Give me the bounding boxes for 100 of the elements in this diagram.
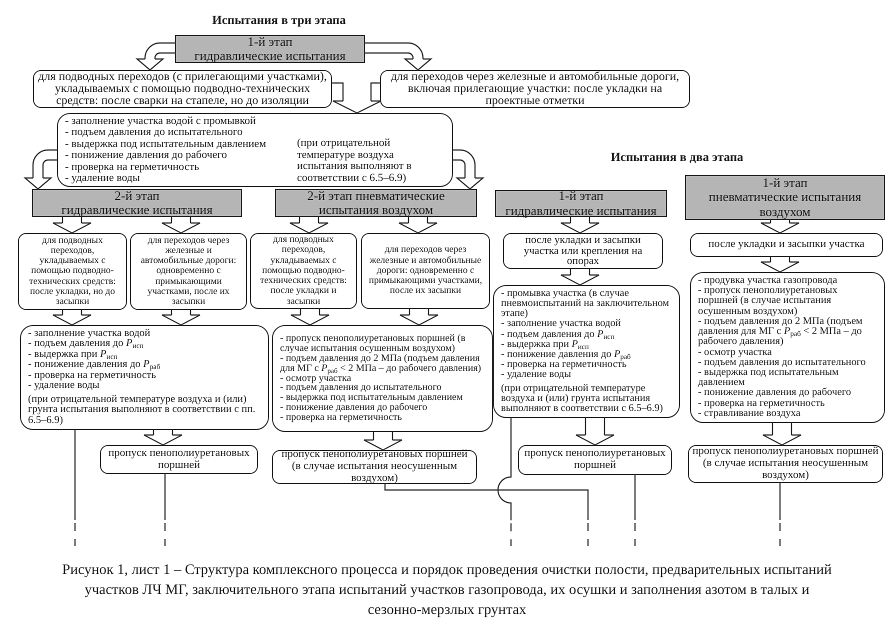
section-heading: Испытания в два этапа: [610, 150, 744, 165]
stage-title: 1-й этап: [762, 176, 808, 190]
step-list-box: [690, 272, 885, 423]
list-item: - подъем давления до испытательного: [65, 127, 243, 138]
block-arrow: [760, 256, 800, 273]
condition-text: для подводных переходов, укладываемых с помощью подводно-технических средств: после укладки, но до засыпки: [28, 236, 117, 308]
block-arrow: [762, 422, 802, 446]
list-item: - удаление воды: [65, 173, 140, 184]
list-item: - пропуск пенополиуретановых поршней (в случае испытания осушенным воздухом): [698, 286, 838, 317]
list-item: - заполнение участка водой: [28, 328, 150, 339]
stage-title: гидравлические испытания: [194, 49, 346, 64]
condition-text: для переходов через железные и автомобильные дороги: одновременно с примыкающими участками, после их засыпки: [368, 245, 484, 297]
list-item: - стравливание воздуха: [698, 408, 800, 419]
block-arrow: [399, 308, 439, 326]
operation-box: [100, 445, 258, 474]
list-item: - подъем давления до испытательного: [280, 383, 442, 394]
list-item: - пропуск пенополиуретановых поршней (в случае испытания осушенным воздухом): [280, 334, 466, 354]
operation-box: [518, 445, 672, 475]
stage-title: 2-й этап пневматические испытания воздухом: [306, 188, 446, 218]
list-item: - заполнение участка водой: [501, 319, 621, 330]
list-item: - проверка на герметичность: [280, 412, 402, 423]
stage-title: 1-й этап: [558, 189, 604, 204]
stage-header-box: [275, 189, 477, 217]
stage-header-box: [685, 175, 885, 220]
operation-text: пропуск пенополиуретановых поршней: [107, 448, 251, 472]
list-item: - удаление воды: [501, 370, 572, 381]
stage-header-box: [495, 190, 667, 217]
note-text: (при отрицательной температуре воздуха испытания выполняют в соответствии с 6.5–6.9): [297, 138, 413, 184]
condition-box: [361, 233, 490, 309]
block-arrow: [560, 216, 600, 234]
list-item: - подъем давления до P$_{исп}$: [501, 330, 614, 340]
section-heading: Испытания в три этапа: [212, 13, 346, 28]
list-item: - выдержка под испытательным давлением: [280, 393, 463, 403]
list-item: - выдержка при P$_{исп}$: [501, 340, 589, 350]
step-list-box: [493, 285, 680, 418]
list-item: - промывка участка (в случае пневмоиспытаний на заключительном этапе): [501, 288, 670, 320]
continuation-line: [74, 430, 76, 546]
block-arrow: [398, 216, 438, 234]
condition-box: [503, 233, 663, 269]
stage-header-box: [32, 189, 242, 217]
list-item: - выдержка под испытательным давлением: [698, 368, 839, 388]
stage-title: пневматические испытания воздухом: [708, 190, 862, 219]
condition-box: [130, 233, 247, 310]
block-arrow: [52, 216, 92, 234]
list-item: - подъем давления до 2 МПа (подъем давления для МГ с P$_{раб}$ < 2 МПа – до рабочего давления): [698, 316, 864, 348]
block-arrow: [560, 268, 600, 286]
step-list-box: [20, 325, 269, 430]
list-item: - заполнение участка водой с промывкой: [65, 116, 256, 127]
list-item: - понижение давления до рабочего: [698, 388, 852, 399]
list-item: - осмотр участка: [698, 348, 772, 358]
continuation-line: [164, 474, 166, 546]
block-arrow: [136, 42, 176, 71]
condition-text: для подводных переходов (с прилегающими участками), укладываемых с помощью подводно-технических средств: после сварки на стапеле, но до изоляции: [37, 71, 328, 107]
block-arrow: [143, 429, 183, 446]
step-list-box: [272, 325, 493, 432]
continuation-line: [779, 483, 781, 546]
block-arrow: [290, 308, 330, 326]
condition-box: [250, 233, 357, 309]
operation-text: пропуск пенополиуретановых поршней (в случае испытания неосушенным воздухом): [692, 446, 879, 482]
block-arrow: [364, 42, 432, 71]
block-arrow: [52, 309, 92, 326]
figure-caption: Рисунок 1, лист 1 – Структура комплексного процесса и порядок проведения очистки полости, предварительных испытаний участков ЛЧ МГ, заключительного этапа испытаний участков газопровода, их осушки и заполнения азотом в талых и сезонно-мерзлых грунтах: [61, 561, 833, 620]
stage-title: 2-й этап: [114, 188, 160, 203]
condition-text: после укладки и засыпки участка или крепления на опорах: [522, 235, 644, 267]
block-arrow: [452, 149, 484, 190]
list-item: - осмотр участка: [280, 374, 352, 384]
block-arrow: [760, 219, 800, 234]
list-item: - подъем давления до испытательного: [698, 358, 866, 368]
list-item: - понижение давления до рабочего: [280, 402, 428, 413]
list-item: - понижение давления до P$_{раб}$: [28, 360, 160, 371]
stage-title: гидравлические испытания: [505, 204, 657, 218]
continuation-line: [384, 484, 589, 546]
list-item: - проверка на герметичность: [501, 360, 627, 370]
condition-box: [18, 233, 127, 310]
stage-title: гидравлические испытания: [61, 203, 213, 218]
condition-text: для переходов через железные и автомобильные дороги, включая прилегающие участки: после укладки на проектные отметки: [390, 71, 680, 107]
list-item: - понижение давления до P$_{раб}$: [501, 350, 631, 360]
condition-text: для переходов через железные и автомобильные дороги: одновременно с примыкающими участками, после их засыпки: [140, 236, 238, 308]
block-arrow: [575, 417, 615, 446]
continuation-line: [497, 418, 512, 546]
list-item: - проверка на герметичность: [65, 162, 200, 173]
condition-text: для подводных переходов, укладываемых с помощью подводно-технических средств: после укладки и засыпки: [259, 235, 348, 307]
note-text: (при отрицательной температуре воздуха и (или) грунта испытания выполняют в соответствии с пп. 6.5–6.9): [28, 394, 256, 426]
block-arrow: [289, 216, 329, 234]
arrow-trunk: [332, 100, 382, 114]
operation-text: пропуск пенополиуретановых поршней: [523, 448, 667, 472]
block-arrow: [161, 216, 201, 234]
list-item: - удаление воды: [28, 381, 100, 392]
continuation-line: [634, 475, 636, 546]
note-text: (при отрицательной температуре воздуха и (или) грунта испытания выполняют в соответствии с 6.5–6.9): [501, 384, 664, 414]
list-item: - понижение давления до рабочего: [65, 150, 227, 162]
list-item: - подъем давления до 2 МПа (подъем давления для МГ с P$_{раб}$ < 2 МПа – до рабочего давления): [280, 354, 482, 374]
stage-title: 1-й этап: [247, 34, 292, 49]
list-item: - выдержка при P$_{исп}$: [28, 350, 118, 360]
block-arrow: [161, 309, 201, 326]
operation-text: пропуск пенополиуретановых поршней (в случае испытания неосушенным воздухом): [280, 449, 468, 485]
step-list-box: [57, 113, 453, 187]
list-item: - проверка на герметичность: [698, 398, 825, 409]
condition-box: [690, 233, 883, 257]
list-item: - подъем давления до P$_{исп}$: [28, 339, 144, 350]
